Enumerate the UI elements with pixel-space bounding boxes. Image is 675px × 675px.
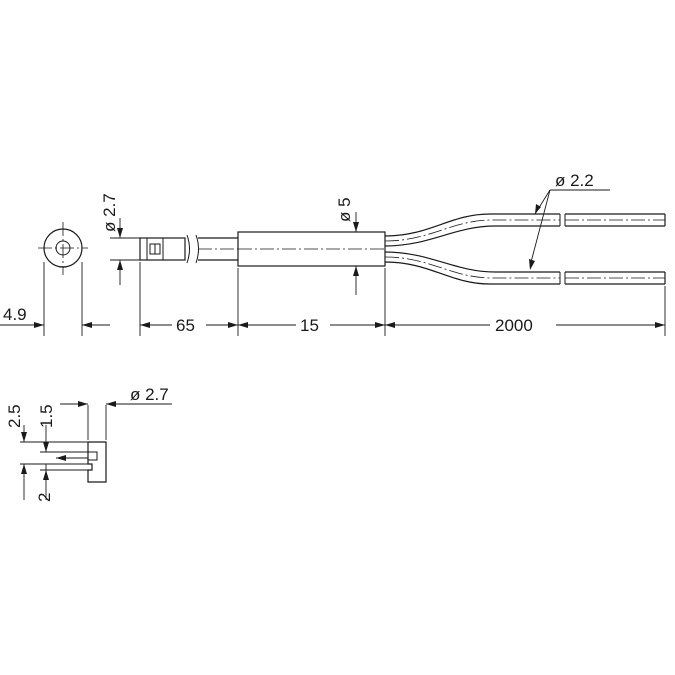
label-2000: 2000 [495,316,533,335]
detail-part-body [87,441,107,483]
arrow-15-right [375,322,385,328]
arrow-65-right [228,322,238,328]
upper-branch-top [384,213,560,237]
arrow-65-left [140,322,150,328]
leader-2-2-to-lower [529,189,551,267]
arrow-2000-right [655,322,665,328]
arrow-2-2-upper [535,204,541,214]
detail-arrow-2-7-right [106,401,116,407]
sleeve: ø 5 [237,197,386,295]
arrow-2000-left [385,322,395,328]
arrow-2-2-lower [529,259,535,270]
label-head-diameter: ø 2.7 [100,193,119,232]
arrow-2-7-upper [117,228,123,238]
sensor-head: ø 2.7 [100,193,199,285]
cable-section [198,237,238,261]
arrow-4-9-left [34,322,44,328]
upper-branch-bottom [384,225,560,247]
detail-arrow-2-left [56,455,66,461]
end-view: 4.9 [0,222,110,336]
detail-arrow-2-7-left [78,401,88,407]
detail-label-2-5: 2.5 [5,404,24,428]
detail-arrow-2-lower [43,470,49,480]
arrow-5-upper [353,222,359,232]
detail-label-2: 2 [35,493,54,502]
detail-view: ø 2.7 2.5 1.5 2 [5,385,172,502]
label-sleeve-diameter: ø 5 [335,197,354,222]
lower-branch-top [384,251,560,273]
label-4-9: 4.9 [3,305,27,324]
arrow-5-lower [353,266,359,276]
detail-arrow-1-5-upper [43,442,49,452]
label-15: 15 [300,316,319,335]
detail-label-diameter: ø 2.7 [130,385,169,404]
lower-branch-bottom [384,261,560,285]
forked-cables: ø 2.2 [384,171,666,285]
detail-arrow-2-5-upper [21,432,27,442]
detail-arrow-2-5-lower [21,464,27,474]
label-cable-diameter: ø 2.2 [555,171,594,190]
upper-branch-centerline [384,219,560,242]
detail-part-slot [88,451,98,461]
lower-branch-centerline [384,256,560,279]
arrow-4-9-right [82,322,92,328]
detail-label-1-5: 1.5 [37,404,56,428]
arrow-2-7-lower [117,260,123,270]
break-line-left [186,234,190,264]
length-dimensions: 65 15 2000 [139,262,666,336]
label-65: 65 [176,316,195,335]
arrow-15-left [238,322,248,328]
